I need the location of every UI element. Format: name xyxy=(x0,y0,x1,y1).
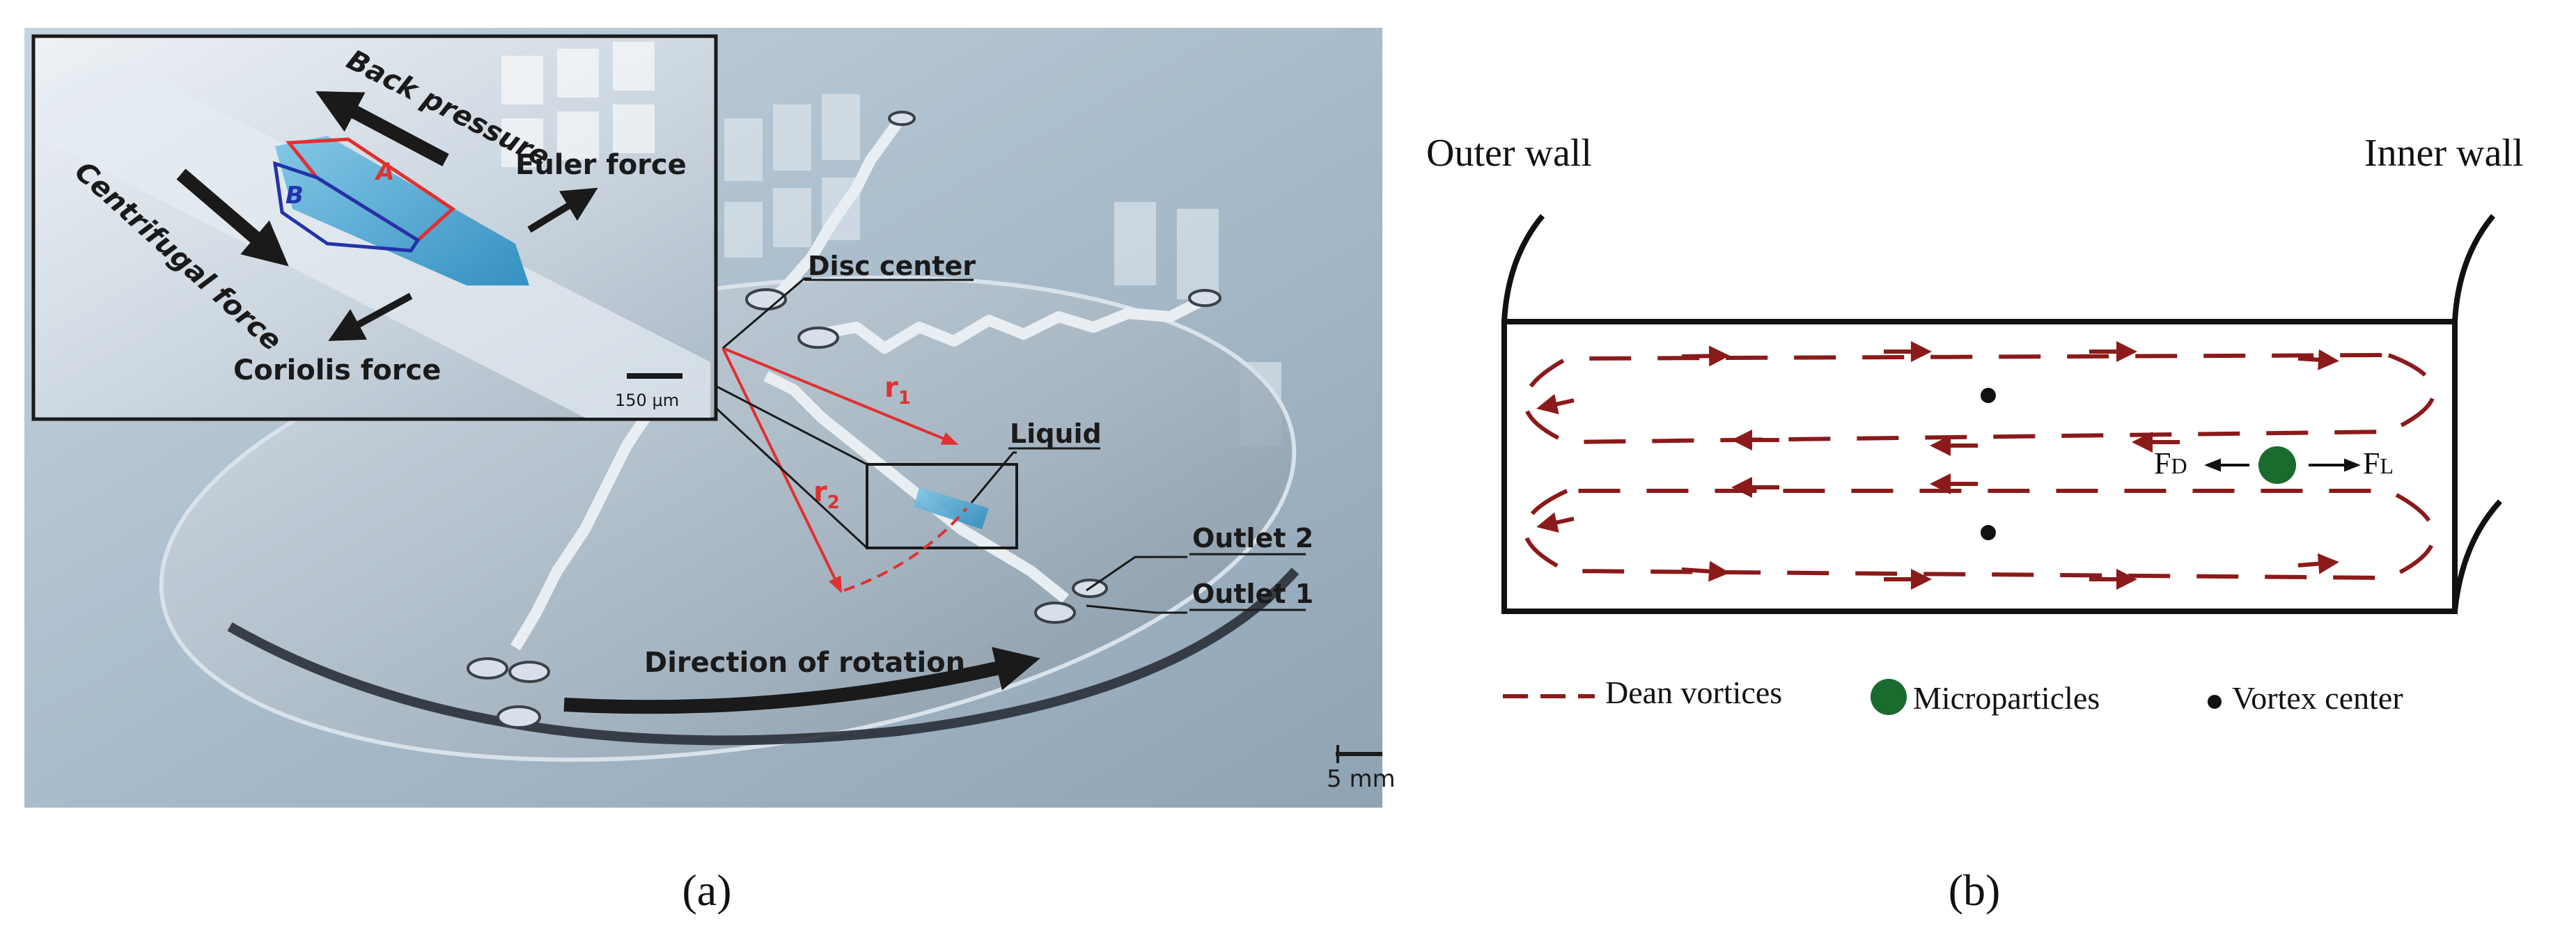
legend-micro-label: Microparticles xyxy=(1913,680,2100,716)
region-a-outline xyxy=(286,137,456,243)
r1-label: r1 xyxy=(884,372,911,409)
centrifugal-arrow xyxy=(176,168,289,267)
liquid-label: Liquid xyxy=(1010,418,1102,449)
inner-wall-curve-top xyxy=(2452,214,2496,322)
inner-wall-curve-bottom xyxy=(2452,499,2502,612)
region-a-label: A xyxy=(374,158,394,186)
panel-b: Outer wall Inner wall xyxy=(1426,132,2524,915)
r-arc xyxy=(843,507,968,592)
reservoirs xyxy=(467,111,1221,729)
inset: A B Back pressure Centrifugal force Eule… xyxy=(31,34,718,421)
caption-b: (b) xyxy=(1949,865,2001,915)
legend-micro-swatch xyxy=(1871,679,1907,715)
dean-vortex-arrowheads xyxy=(1536,341,2339,590)
back-pressure-arrow xyxy=(315,91,449,166)
direction-label: Direction of rotation xyxy=(644,647,965,679)
microchannels xyxy=(510,118,1208,651)
coriolis-force-label: Coriolis force xyxy=(233,354,441,386)
outer-wall-label: Outer wall xyxy=(1426,132,1592,175)
rotation-arrow xyxy=(563,647,1040,714)
region-b-label: B xyxy=(286,182,304,210)
caption-a: (a) xyxy=(682,865,731,915)
callout-leaders xyxy=(695,277,1187,614)
inset-liquid xyxy=(275,136,529,285)
fd-label: FD xyxy=(2154,446,2187,480)
coriolis-arrow xyxy=(328,292,413,341)
dean-vortices xyxy=(1523,352,2436,581)
dean-loop-upper xyxy=(1523,352,2436,445)
disc-center-label: Disc center xyxy=(808,251,976,281)
inner-wall-label: Inner wall xyxy=(2364,132,2524,175)
vortex-center-lower xyxy=(1981,525,1996,540)
vortex-center-upper xyxy=(1981,388,1996,403)
panel-a: r1 r2 Disc center Liquid Outlet 2 Outlet… xyxy=(24,28,1396,915)
r1-line xyxy=(722,347,959,445)
legend: Dean vortices Microparticles Vortex cent… xyxy=(1503,675,2403,716)
euler-arrow xyxy=(527,187,598,233)
outlet-2-label: Outlet 2 xyxy=(1192,523,1313,554)
inset-scale-label: 150 μm xyxy=(615,391,679,410)
dean-loop-lower xyxy=(1523,489,2436,581)
outlet-1-label: Outlet 1 xyxy=(1192,579,1313,609)
legend-vortex-label: Vortex center xyxy=(2232,680,2403,716)
disc-edge xyxy=(227,567,1299,746)
legend-vortex-swatch xyxy=(2208,695,2222,709)
outer-wall-curve xyxy=(1501,214,1545,322)
euler-force-label: Euler force xyxy=(515,149,687,181)
liquid-segment xyxy=(914,487,989,529)
inset-window-panes xyxy=(501,42,655,167)
legend-dean-label: Dean vortices xyxy=(1605,675,1782,710)
liquid-box xyxy=(866,463,1018,549)
channel-cross-section xyxy=(1501,319,2458,614)
microparticle xyxy=(2258,446,2296,484)
fl-label: FL xyxy=(2363,446,2394,480)
region-b-outline xyxy=(272,161,421,253)
scale-label-5mm: 5 mm xyxy=(1327,765,1396,793)
